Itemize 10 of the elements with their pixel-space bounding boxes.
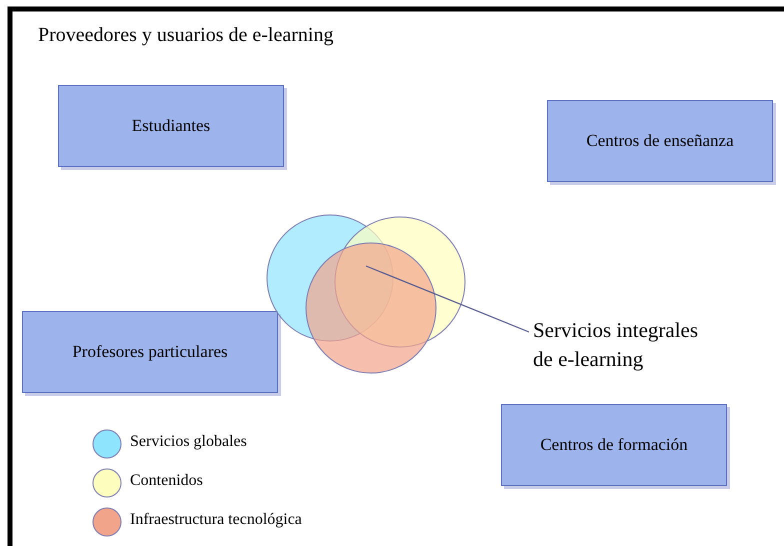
legend-label: Servicios globales [130, 433, 247, 451]
group-box: Centros de enseñanza [547, 100, 773, 182]
group-box: Centros de formación [501, 404, 727, 486]
legend-label: Contenidos [130, 472, 203, 490]
group-box: Estudiantes [58, 85, 284, 167]
leader-line [366, 265, 530, 333]
diagram-title: Proveedores y usuarios de e-learning [38, 24, 334, 47]
group-box: Profesores particulares [22, 311, 278, 393]
legend-label: Infraestructura tecnológica [130, 511, 302, 529]
callout-text: Servicios integrales de e-learning [533, 316, 713, 374]
